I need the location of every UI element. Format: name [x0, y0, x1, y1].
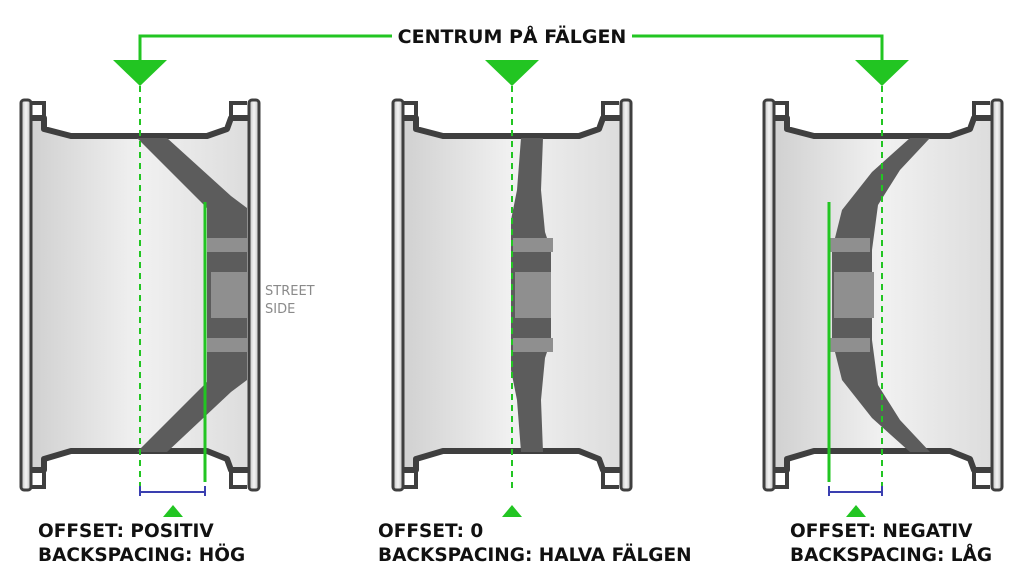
wheel-negative	[764, 100, 1002, 490]
offset-label: OFFSET: NEGATIV	[790, 521, 973, 542]
hub	[834, 272, 874, 318]
caption-positive: OFFSET: POSITIV BACKSPACING: HÖG	[38, 520, 245, 568]
backspacing-label: BACKSPACING: HÖG	[38, 545, 246, 566]
backspacing-label: BACKSPACING: LÅG	[790, 545, 993, 566]
wheel-positive	[21, 100, 259, 490]
bottom-marker-icon	[163, 505, 866, 517]
caption-zero: OFFSET: 0 BACKSPACING: HALVA FÄLGEN	[378, 520, 692, 568]
center-triangle-icon	[113, 60, 909, 86]
wheel-disc	[832, 138, 930, 452]
caption-negative: OFFSET: NEGATIV BACKSPACING: LÅG	[790, 520, 992, 568]
hub	[211, 272, 247, 318]
center-connector	[138, 34, 884, 60]
wheel-zero	[393, 100, 631, 490]
offset-bracket	[139, 486, 883, 496]
backspacing-label: BACKSPACING: HALVA FÄLGEN	[378, 545, 692, 566]
diagram-title: CENTRUM PÅ FÄLGEN	[398, 24, 627, 48]
street-side-label: STREET SIDE	[265, 284, 319, 317]
mounting-face-lines	[203, 202, 831, 482]
hub	[515, 272, 551, 318]
offset-label: OFFSET: 0	[378, 521, 484, 542]
offset-label: OFFSET: POSITIV	[38, 521, 214, 542]
wheel-disc	[137, 138, 247, 452]
center-lines	[139, 86, 883, 488]
